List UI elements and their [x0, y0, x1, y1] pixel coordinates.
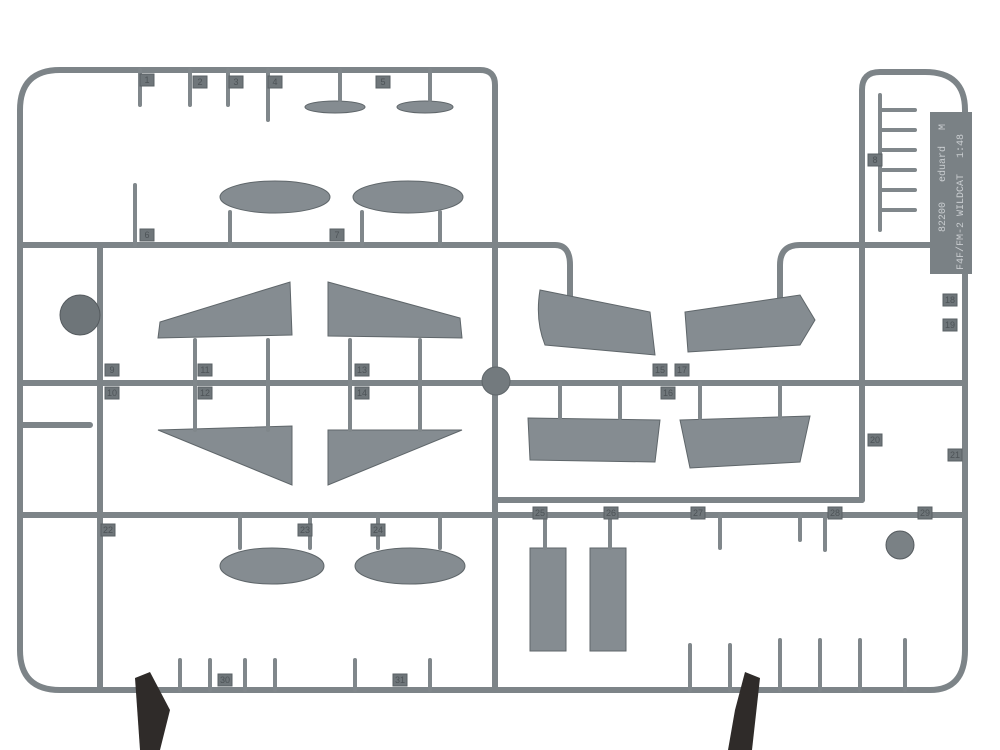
- part-number-label: 18: [945, 295, 955, 305]
- part-number-label: 3: [233, 77, 238, 87]
- part-tag: [690, 506, 706, 520]
- part-number-label: 19: [945, 320, 955, 330]
- part-tag: [354, 363, 370, 377]
- part-tag: [392, 673, 408, 687]
- part-number-label: 9: [109, 365, 114, 375]
- part-number-label: 16: [663, 388, 673, 398]
- logo-mark: M: [938, 124, 949, 130]
- part-number-label: 14: [357, 388, 367, 398]
- part-number-label: 29: [920, 508, 930, 518]
- part-tag: [942, 293, 958, 307]
- part-number-label: 8: [872, 155, 877, 165]
- part-tag: [139, 73, 155, 87]
- part-number-label: 20: [870, 435, 880, 445]
- part-number-label: 7: [334, 230, 339, 240]
- part-number-label: 27: [693, 508, 703, 518]
- part-number-label: 17: [677, 365, 687, 375]
- part-tag: [917, 506, 933, 520]
- part-tag: [660, 386, 676, 400]
- part-number-label: 13: [357, 365, 367, 375]
- part-number-label: 25: [535, 508, 545, 518]
- part-number-label: 15: [655, 365, 665, 375]
- part-tag: [297, 523, 313, 537]
- part-tag: [652, 363, 668, 377]
- part-number-label: 23: [300, 525, 310, 535]
- part-tag: [375, 75, 391, 89]
- flap-parts: [529, 547, 627, 652]
- part-number-label: 22: [103, 525, 113, 535]
- part-number-label: 28: [830, 508, 840, 518]
- part-number-label: 12: [200, 388, 210, 398]
- part-number-label: 6: [144, 230, 149, 240]
- sprue-label-block: M eduard 82200 1:48 F4F/FM-2 WILDCAT: [930, 112, 972, 274]
- engine-part: [885, 530, 915, 560]
- subject-text: F4F/FM-2 WILDCAT: [955, 174, 967, 270]
- part-tag: [104, 386, 120, 400]
- part-tag: [370, 523, 386, 537]
- part-tag: [267, 75, 283, 89]
- sprue-frame: [17, 67, 968, 693]
- part-tag: [942, 318, 958, 332]
- part-tag: [100, 523, 116, 537]
- part-tag: [867, 153, 883, 167]
- part-tag: [197, 363, 213, 377]
- part-number-label: 10: [107, 388, 117, 398]
- part-tag: [867, 433, 883, 447]
- part-tag: [674, 363, 690, 377]
- part-tag: [197, 386, 213, 400]
- drop-tanks: [219, 100, 466, 585]
- kit-number-text: 82200: [938, 202, 949, 232]
- sprue-hub: [481, 366, 511, 396]
- part-tag: [329, 228, 345, 242]
- part-tag: [217, 673, 233, 687]
- part-number-label: 11: [200, 365, 209, 375]
- holder-stand-right: [728, 672, 760, 750]
- part-number-label: 1: [144, 75, 149, 85]
- part-number-label: 2: [197, 77, 202, 87]
- part-tag: [603, 506, 619, 520]
- gear-part: [59, 294, 101, 336]
- part-tag: [532, 506, 548, 520]
- part-number-label: 24: [373, 525, 383, 535]
- part-tag: [827, 506, 843, 520]
- part-number-label: 21: [950, 450, 960, 460]
- scale-text: 1:48: [956, 134, 967, 158]
- part-tag: [139, 228, 155, 242]
- wing-parts: [157, 281, 816, 486]
- part-number-label: 26: [606, 508, 616, 518]
- part-tag: [192, 75, 208, 89]
- part-number-label: 30: [220, 675, 230, 685]
- part-tag: [104, 363, 120, 377]
- part-number-label: 4: [272, 77, 277, 87]
- part-number-label: 5: [380, 77, 385, 87]
- part-tag: [228, 75, 244, 89]
- part-number-label: 31: [395, 675, 405, 685]
- brand-text: eduard: [937, 146, 949, 182]
- holder-stand-left: [135, 672, 170, 750]
- part-tag: [947, 448, 963, 462]
- part-tag: [354, 386, 370, 400]
